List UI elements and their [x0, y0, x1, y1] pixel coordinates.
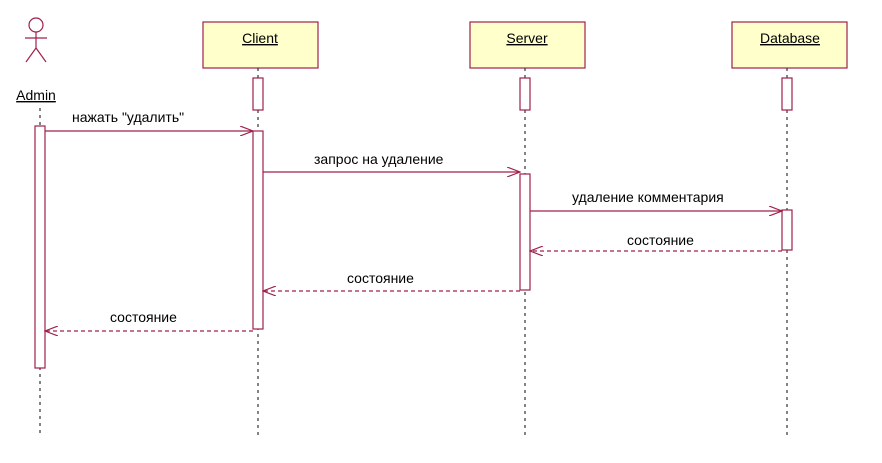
participant-client-label: Client: [242, 30, 278, 46]
activation-database-idle: [781, 77, 793, 111]
message-5-label: состояние: [347, 270, 414, 286]
participant-server: Server: [469, 21, 586, 69]
activation-admin: [34, 125, 46, 369]
message-2-label: запрос на удаление: [314, 151, 444, 167]
participant-client-box: [202, 21, 319, 69]
message-6: состояние: [45, 309, 253, 331]
message-4-label: состояние: [627, 232, 694, 248]
activation-server-idle: [519, 77, 531, 111]
activation-client-idle: [252, 77, 264, 111]
participant-database-label: Database: [760, 30, 820, 46]
participant-database-box: [731, 21, 848, 69]
activation-client: [252, 130, 264, 330]
participant-server-box: [469, 21, 586, 69]
message-1-label: нажать "удалить": [72, 109, 184, 125]
message-5: состояние: [263, 270, 520, 291]
message-4: состояние: [530, 232, 782, 251]
participant-database: Database: [731, 21, 848, 69]
message-6-label: состояние: [110, 309, 177, 325]
activation-database: [781, 209, 793, 251]
participant-client: Client: [202, 21, 319, 69]
message-3: удаление комментария: [530, 189, 782, 211]
message-1: нажать "удалить": [45, 109, 253, 131]
actor-admin-label: Admin: [16, 87, 56, 103]
stick-figure-icon: [25, 17, 47, 63]
activation-bars: [34, 77, 793, 369]
activation-server: [519, 173, 531, 291]
participant-server-label: Server: [506, 30, 548, 46]
actor-admin: Admin: [16, 17, 56, 103]
message-3-label: удаление комментария: [572, 189, 724, 205]
message-2: запрос на удаление: [263, 151, 520, 172]
